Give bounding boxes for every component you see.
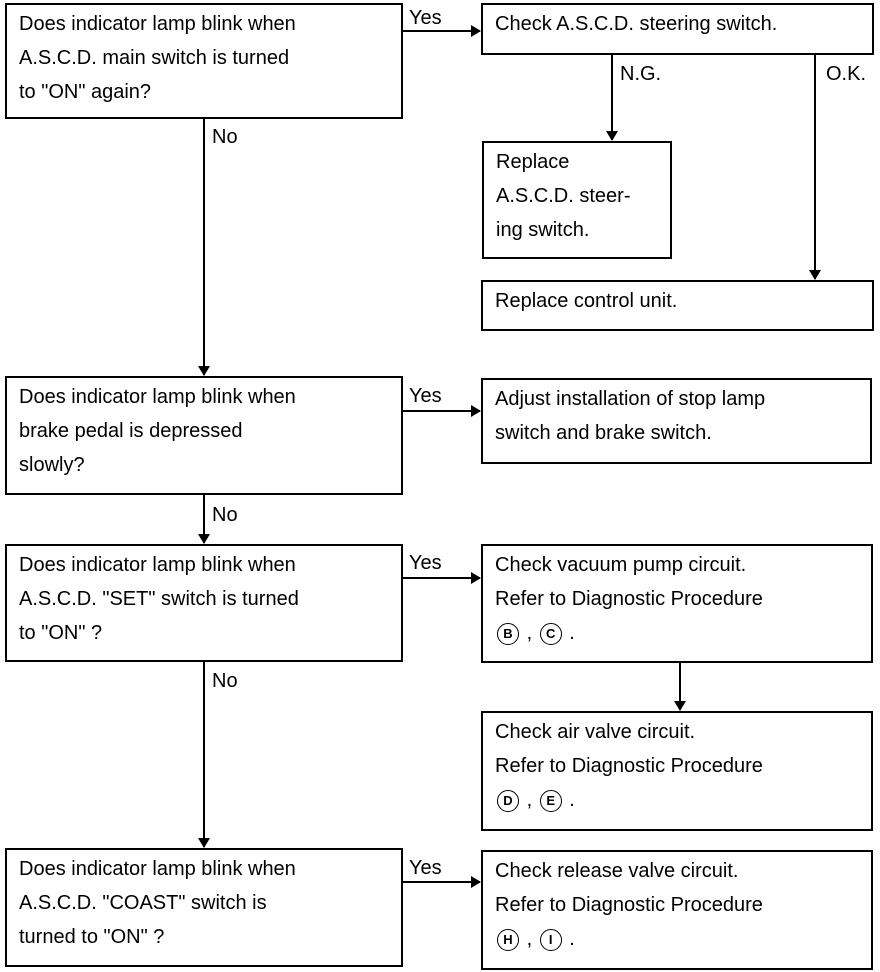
text-line: A.S.C.D. steer- xyxy=(496,185,631,207)
yes-label: Yes xyxy=(409,857,442,879)
text-line: switch and brake switch. xyxy=(495,422,712,444)
procedure-ref-badge: B xyxy=(497,622,519,645)
yes-label: Yes xyxy=(409,385,442,407)
text-line: Replace control unit. xyxy=(495,290,678,312)
question-main-switch: Does indicator lamp blink when A.S.C.D. … xyxy=(5,3,403,119)
ok-label: O.K. xyxy=(826,63,867,85)
text-line: turned to "ON" ? xyxy=(19,926,165,948)
text-line: Adjust installation of stop lamp xyxy=(495,388,766,410)
question-coast-switch: Does indicator lamp blink when A.S.C.D. … xyxy=(5,848,403,967)
ref-tail: . xyxy=(569,789,575,811)
action-check-release-valve: Check release valve circuit. Refer to Di… xyxy=(481,850,873,970)
text-line: Refer to Diagnostic Procedure xyxy=(495,588,763,610)
text-line: ing switch. xyxy=(496,219,590,241)
action-check-steering-switch: Check A.S.C.D. steering switch. xyxy=(481,3,874,55)
action-replace-steering-switch: Replace A.S.C.D. steer- ing switch. xyxy=(482,141,672,259)
text-line: A.S.C.D. "COAST" switch is xyxy=(19,892,267,914)
text-line: Refer to Diagnostic Procedure xyxy=(495,755,763,777)
action-check-vacuum-pump: Check vacuum pump circuit. Refer to Diag… xyxy=(481,544,873,663)
text-line: Refer to Diagnostic Procedure xyxy=(495,894,763,916)
text-line: Check air valve circuit. xyxy=(495,721,696,743)
ref-separator: , xyxy=(526,928,533,950)
text-line: to "ON" ? xyxy=(19,622,103,644)
question-brake-pedal: Does indicator lamp blink when brake ped… xyxy=(5,376,403,495)
procedure-ref-badge: E xyxy=(539,789,562,812)
question-set-switch: Does indicator lamp blink when A.S.C.D. … xyxy=(5,544,403,662)
text-line: to "ON" again? xyxy=(19,81,152,103)
procedure-ref-badge: C xyxy=(539,622,562,645)
text-line: slowly? xyxy=(19,454,85,476)
ref-separator: , xyxy=(526,622,533,644)
ref-separator: , xyxy=(526,789,533,811)
yes-label: Yes xyxy=(409,552,442,574)
procedure-refs: D , E . xyxy=(495,783,859,817)
no-label: No xyxy=(212,670,238,692)
text-line: Check release valve circuit. xyxy=(495,860,739,882)
action-check-air-valve: Check air valve circuit. Refer to Diagno… xyxy=(481,711,873,831)
no-label: No xyxy=(212,504,238,526)
text-line: Does indicator lamp blink when xyxy=(19,386,296,408)
text-line: Does indicator lamp blink when xyxy=(19,13,296,35)
action-adjust-stop-lamp: Adjust installation of stop lamp switch … xyxy=(481,378,872,464)
ref-tail: . xyxy=(569,622,575,644)
text-line: A.S.C.D. main switch is turned xyxy=(19,47,290,69)
text-line: Check A.S.C.D. steering switch. xyxy=(495,13,778,35)
procedure-ref-badge: D xyxy=(497,789,519,812)
ref-tail: . xyxy=(569,928,575,950)
ng-label: N.G. xyxy=(620,63,662,85)
procedure-refs: H , I . xyxy=(495,922,859,956)
text-line: Does indicator lamp blink when xyxy=(19,554,296,576)
text-line: brake pedal is depressed xyxy=(19,420,243,442)
procedure-ref-badge: H xyxy=(497,928,519,951)
text-line: Does indicator lamp blink when xyxy=(19,858,296,880)
action-replace-control-unit: Replace control unit. xyxy=(481,280,874,331)
yes-label: Yes xyxy=(409,7,442,29)
procedure-refs: B , C . xyxy=(495,616,859,650)
procedure-ref-badge: I xyxy=(539,928,562,951)
text-line: Check vacuum pump circuit. xyxy=(495,554,747,576)
text-line: A.S.C.D. "SET" switch is turned xyxy=(19,588,299,610)
no-label: No xyxy=(212,126,238,148)
text-line: Replace xyxy=(496,151,570,173)
